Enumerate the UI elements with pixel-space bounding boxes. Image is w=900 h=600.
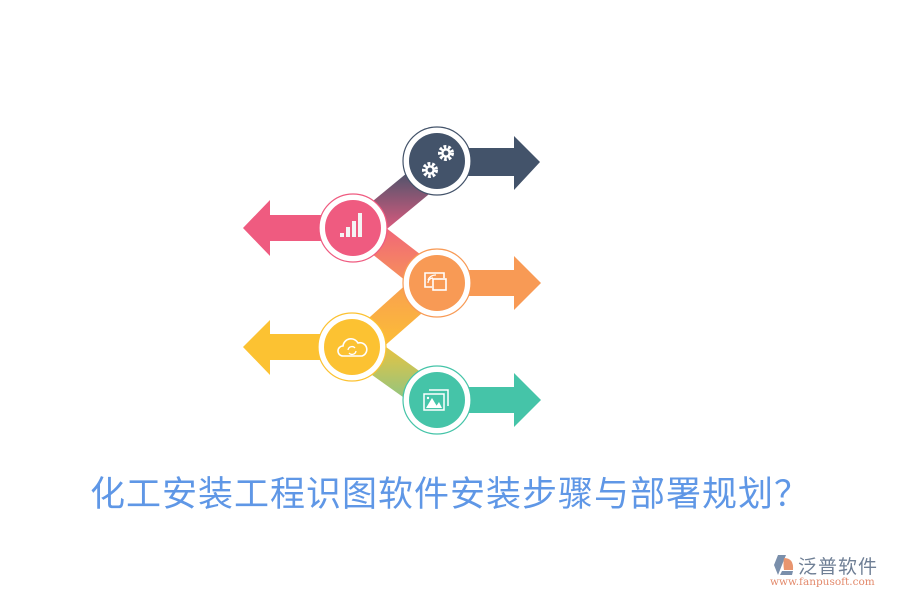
step-4 bbox=[243, 312, 387, 382]
screen-cast-icon bbox=[424, 272, 447, 291]
step-1 bbox=[402, 126, 540, 196]
image-gallery-icon bbox=[423, 389, 449, 411]
page-title: 化工安装工程识图软件安装步骤与部署规划？ bbox=[89, 475, 810, 515]
left-arrow bbox=[243, 200, 350, 256]
brand-logo: 泛普软件 www.fanpusoft.com bbox=[770, 552, 896, 594]
brand-url: www.fanpusoft.com bbox=[770, 576, 875, 588]
step-2 bbox=[243, 193, 388, 263]
left-arrow bbox=[243, 320, 350, 375]
right-arrow bbox=[440, 373, 541, 427]
step-3 bbox=[402, 248, 541, 318]
signal-bars-icon bbox=[340, 213, 362, 237]
right-arrow bbox=[440, 256, 541, 310]
fanpu-logo-icon bbox=[774, 555, 794, 575]
step-5 bbox=[402, 365, 541, 435]
brand-name: 泛普软件 bbox=[798, 556, 879, 578]
cloud-sync-icon bbox=[337, 338, 368, 357]
gears-icon bbox=[422, 145, 454, 178]
step-arrow-diagram bbox=[243, 126, 541, 435]
